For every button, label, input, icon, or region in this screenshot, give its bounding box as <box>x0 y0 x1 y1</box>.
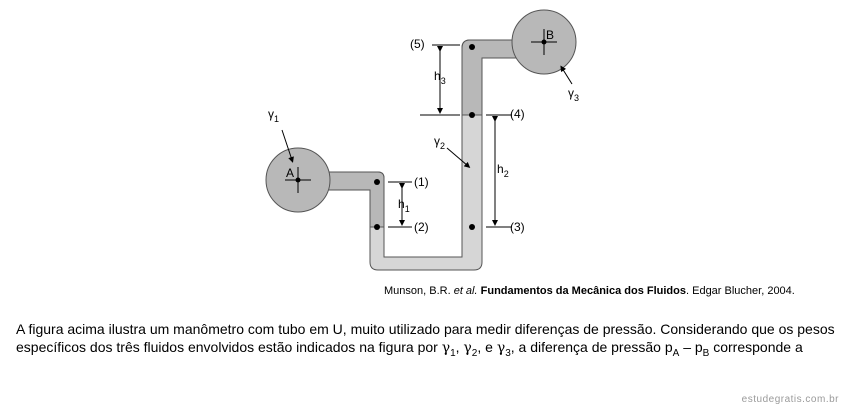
reference-lines <box>388 44 512 228</box>
citation-author: Munson, B.R. <box>384 285 454 297</box>
tube-dark-fluid-left <box>317 171 385 228</box>
h1-label: h1 <box>398 197 410 214</box>
citation-etal: et al. <box>453 285 478 297</box>
figure-citation: Munson, B.R. et al. Fundamentos da Mecân… <box>384 285 795 297</box>
bulb-b-label: B <box>546 28 554 42</box>
point-1-label: (1) <box>414 175 429 189</box>
citation-title: Fundamentos da Mecânica dos Fluidos <box>480 285 686 297</box>
gamma2-label: γ2 <box>434 134 445 151</box>
bulb-a-label: A <box>286 166 294 180</box>
watermark: estudegratis.com.br <box>741 394 839 405</box>
h3-label: h3 <box>434 69 446 86</box>
gamma1-label: γ1 <box>268 107 279 124</box>
h2-label: h2 <box>497 162 509 179</box>
point-2-label: (2) <box>414 220 429 234</box>
point-3-label: (3) <box>510 220 525 234</box>
gamma3-label: γ3 <box>568 86 579 103</box>
point-5-label: (5) <box>410 37 425 51</box>
bulb-a: A <box>265 147 331 213</box>
measurement-points <box>374 44 475 230</box>
tube-light-fluid <box>317 39 523 271</box>
leader-arrows <box>281 65 573 168</box>
point-4-label: (4) <box>510 107 525 121</box>
citation-publisher: . Edgar Blucher, 2004. <box>686 285 795 297</box>
tube-dark-fluid-right <box>461 39 523 116</box>
bulb-b: B <box>511 9 577 75</box>
u-tube <box>317 39 523 271</box>
manometer-figure: A B (1) <box>265 9 579 271</box>
dimension-arrows <box>399 46 498 226</box>
question-text: A figura acima ilustra um manômetro com … <box>16 321 835 359</box>
